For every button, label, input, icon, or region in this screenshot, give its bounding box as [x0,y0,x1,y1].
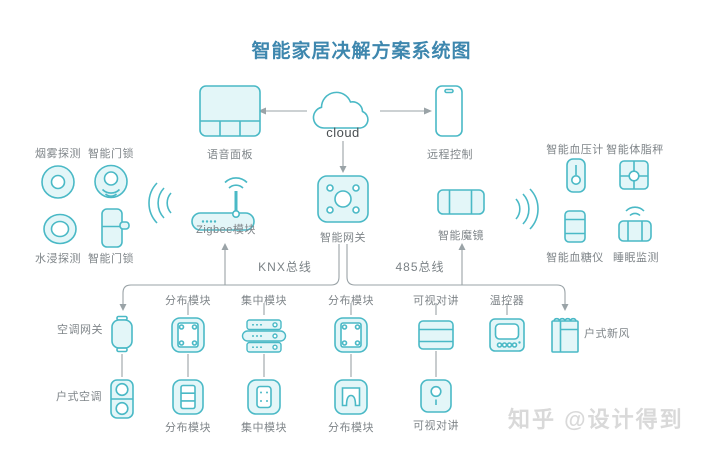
intercom-1-icon [417,319,455,351]
dist-module-b2-label: 分布模块 [328,422,374,434]
door-lock-bottom-label: 智能门锁 [88,253,134,265]
blood-pressure-label: 智能血压计 [546,144,604,156]
arrowhead-up-mirror [458,243,466,250]
dist-module-a2-label: 分布模块 [165,422,211,434]
house-ac-icon [109,378,135,420]
voice-panel-label: 语音面板 [207,149,253,161]
watermark: 知乎 @设计得到 [508,407,684,432]
remote-phone-icon [434,84,464,138]
house-ac-label: 户式空调 [56,391,102,403]
dist-module-b2-icon [333,378,369,416]
zigbee-label: Zigbee模块 [196,224,256,236]
intercom-2-label: 可视对讲 [413,420,459,432]
door-lock-icon [95,205,131,251]
voice-panel-icon [198,84,262,138]
water-label: 水浸探测 [35,253,81,265]
arrowhead-down-freshair [561,304,569,311]
dist-module-b1-label: 分布模块 [328,295,374,307]
rs485-bus-label: 485总线 [395,260,445,274]
body-scale-icon [618,159,650,191]
gateway-label: 智能网关 [320,232,366,244]
cloud-label: cloud [326,125,360,140]
thermostat-label: 温控器 [489,295,525,307]
smoke-label: 烟雾探测 [35,148,81,160]
central-module-1-icon [240,318,288,354]
door-lock-round-icon [90,162,132,204]
zigbee-router-icon [190,176,260,234]
door-lock-top-label: 智能门锁 [88,148,134,160]
body-scale-label: 智能体脂秤 [606,144,664,156]
dist-module-a1-label: 分布模块 [165,295,211,307]
gateway-icon [316,174,370,224]
ac-gateway-icon [109,314,135,354]
blood-pressure-icon [565,157,587,194]
sleep-monitor-icon [617,206,653,243]
arrowhead-down-acgw [119,304,127,311]
glucose-label: 智能血糖仪 [546,252,604,264]
dist-module-a2-icon [171,378,205,416]
dist-module-a1-icon [170,316,206,354]
knx-bus-label: KNX总线 [258,260,312,274]
wireless-waves-right-icon [511,187,539,231]
mirror-label: 智能魔镜 [438,230,484,242]
central-module-1-label: 集中模块 [241,295,287,307]
dist-module-b1-icon [333,316,369,354]
water-detector-icon [40,212,80,246]
fresh-air-icon [549,314,581,354]
central-module-2-label: 集中模块 [241,422,287,434]
arrowhead-up-zigbee [221,243,229,250]
arrowhead-down-gateway [339,166,347,173]
remote-label: 远程控制 [427,149,473,161]
intercom-2-icon [419,378,453,414]
thermostat-icon [488,317,526,353]
central-module-2-icon [246,378,282,416]
glucose-meter-icon [563,209,587,244]
ac-gateway-label: 空调网关 [57,324,103,336]
mirror-icon [436,188,486,216]
sleep-label: 睡眠监测 [613,252,659,264]
intercom-1-label: 可视对讲 [413,295,459,307]
arrowhead-right [424,107,432,115]
wireless-waves-left-icon [148,181,176,225]
page-title: 智能家居决解方案系统图 [251,41,472,62]
fresh-air-label: 户式新风 [584,328,630,340]
smoke-detector-icon [39,163,77,201]
cloud-icon [306,87,380,131]
